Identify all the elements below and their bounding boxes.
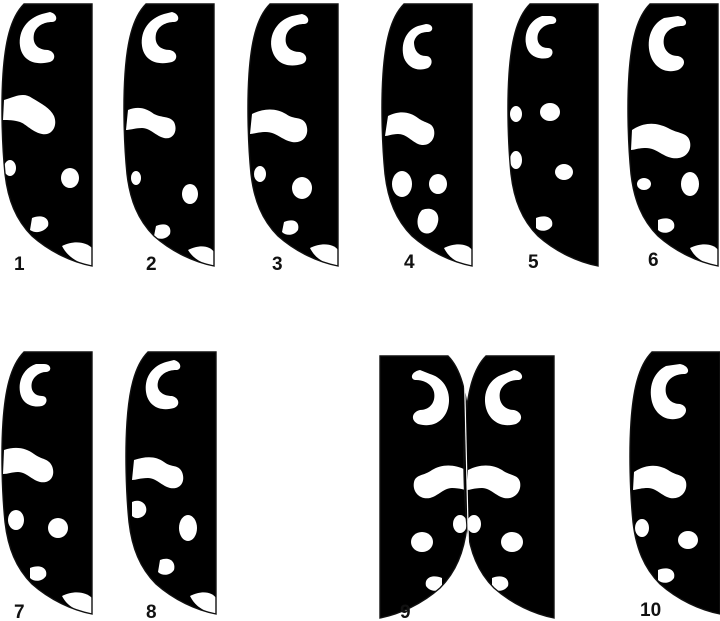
- elytron-figure-7: [2, 352, 92, 614]
- figure-label: 5: [528, 252, 539, 273]
- figure-label: 2: [146, 254, 157, 275]
- elytron-figure-4: [382, 4, 472, 266]
- figure-label: 3: [272, 254, 283, 275]
- figure-label: 7: [14, 602, 25, 621]
- elytron-figure-2: [124, 4, 214, 266]
- figure-label: 10: [640, 600, 661, 621]
- elytra-pair-figure-9: [380, 356, 554, 618]
- figure-label: 8: [146, 602, 157, 621]
- elytron-figure-6: [628, 4, 718, 266]
- elytron-figure-8: [126, 352, 216, 614]
- figure-label: 1: [14, 254, 25, 275]
- elytron-left: [380, 356, 470, 618]
- elytron-right: [464, 356, 554, 618]
- figure-label: 6: [648, 250, 659, 271]
- elytron-figure-1: [2, 4, 92, 266]
- elytron-figure-10: [630, 352, 720, 614]
- figure-label: 4: [404, 252, 415, 273]
- elytron-figure-3: [248, 4, 338, 266]
- figure-label: 9: [400, 602, 411, 621]
- elytron-figure-5: [508, 4, 598, 266]
